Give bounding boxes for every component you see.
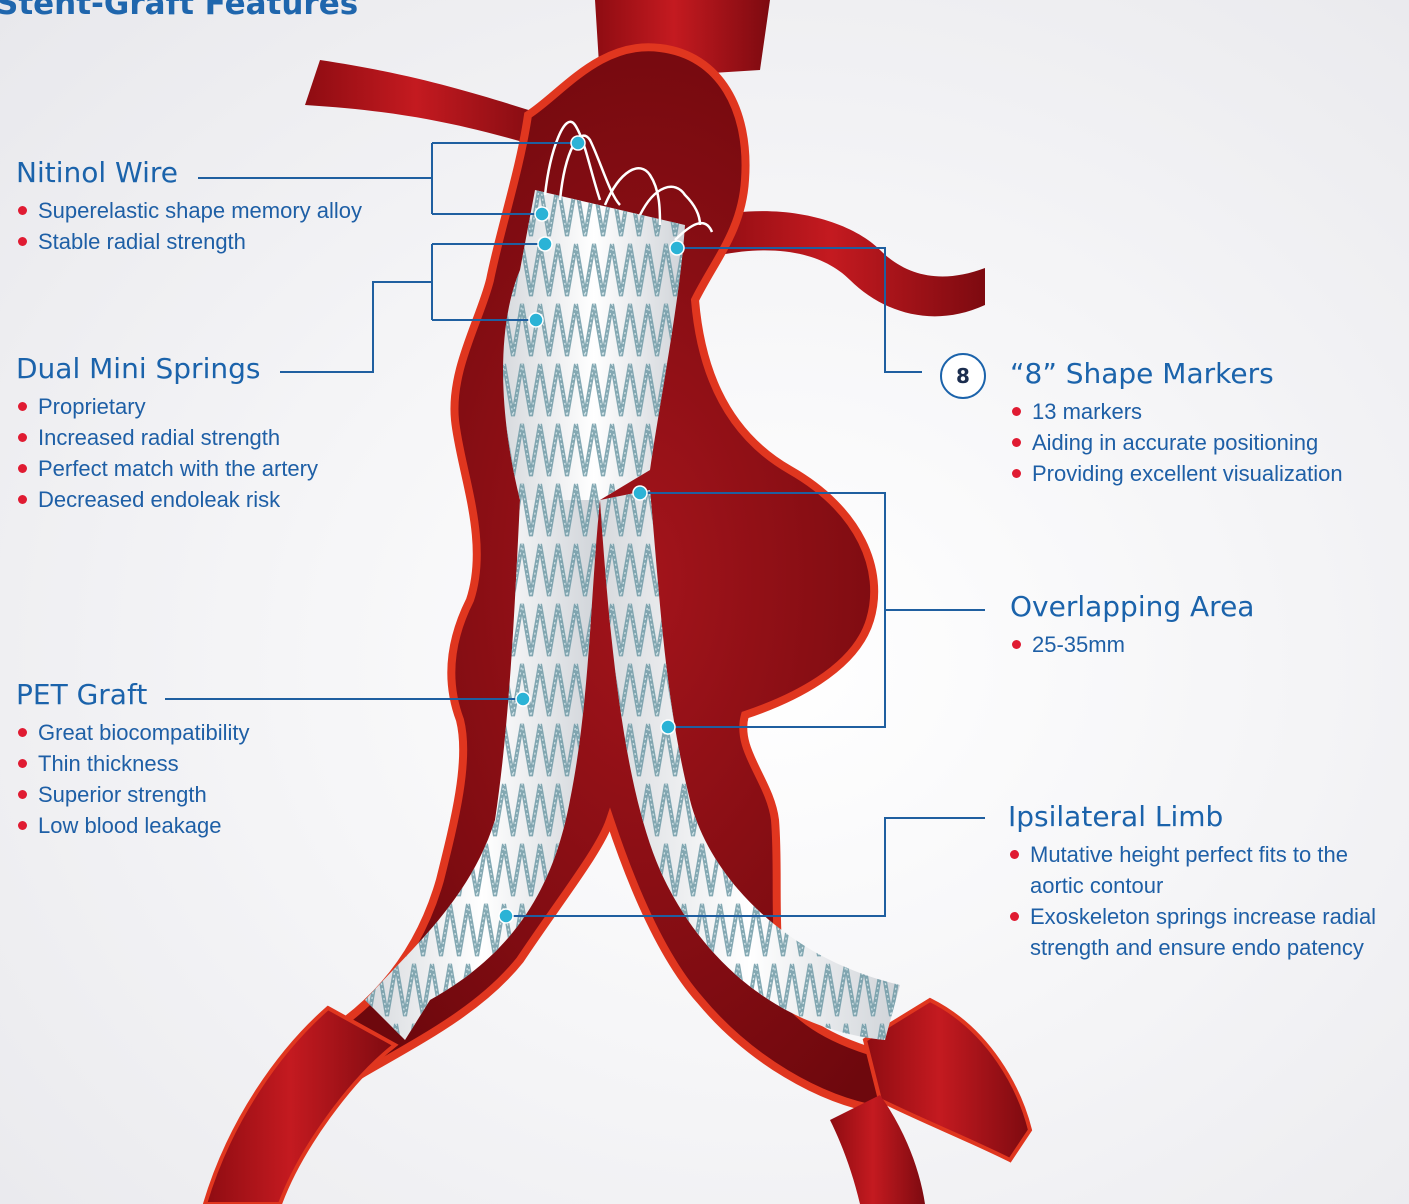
feature-bullets: Proprietary Increased radial strength Pe… bbox=[16, 391, 318, 515]
bullet-item: Exoskeleton springs increase radial stre… bbox=[1008, 901, 1403, 963]
feature-title: Nitinol Wire bbox=[16, 156, 362, 189]
bullet-item: Stable radial strength bbox=[16, 226, 362, 257]
bullet-item: Mutative height perfect fits to the aort… bbox=[1008, 839, 1403, 901]
callout-dot bbox=[571, 136, 585, 150]
callout-dot bbox=[516, 692, 530, 706]
feature-shape-markers: “8” Shape Markers 13 markers Aiding in a… bbox=[1010, 357, 1343, 489]
callout-dot bbox=[535, 207, 549, 221]
feature-bullets: Mutative height perfect fits to the aort… bbox=[1008, 839, 1403, 963]
feature-title: Ipsilateral Limb bbox=[1008, 800, 1403, 833]
feature-dual-mini-springs: Dual Mini Springs Proprietary Increased … bbox=[16, 352, 318, 515]
bullet-item: Proprietary bbox=[16, 391, 318, 422]
feature-bullets: Great biocompatibility Thin thickness Su… bbox=[16, 717, 250, 841]
bullet-item: 25-35mm bbox=[1010, 629, 1254, 660]
feature-title: Overlapping Area bbox=[1010, 590, 1254, 623]
bullet-item: Low blood leakage bbox=[16, 810, 250, 841]
feature-title: Dual Mini Springs bbox=[16, 352, 318, 385]
bullet-item: Decreased endoleak risk bbox=[16, 484, 318, 515]
feature-bullets: 13 markers Aiding in accurate positionin… bbox=[1010, 396, 1343, 489]
feature-title: “8” Shape Markers bbox=[1010, 357, 1343, 390]
bullet-item: Thin thickness bbox=[16, 748, 250, 779]
right-branch-artery bbox=[705, 211, 985, 316]
bullet-item: Great biocompatibility bbox=[16, 717, 250, 748]
bullet-item: Perfect match with the artery bbox=[16, 453, 318, 484]
feature-overlapping-area: Overlapping Area 25-35mm bbox=[1010, 590, 1254, 660]
bullet-item: Aiding in accurate positioning bbox=[1010, 427, 1343, 458]
bullet-item: Increased radial strength bbox=[16, 422, 318, 453]
callout-dot bbox=[499, 909, 513, 923]
callout-dot bbox=[661, 720, 675, 734]
bullet-item: Superelastic shape memory alloy bbox=[16, 195, 362, 226]
feature-nitinol-wire: Nitinol Wire Superelastic shape memory a… bbox=[16, 156, 362, 257]
page-title: Stent-Graft Features bbox=[0, 0, 358, 22]
bullet-item: Providing excellent visualization bbox=[1010, 458, 1343, 489]
callout-dot bbox=[670, 241, 684, 255]
feature-pet-graft: PET Graft Great biocompatibility Thin th… bbox=[16, 678, 250, 841]
bullet-item: 13 markers bbox=[1010, 396, 1343, 427]
left-iliac-artery bbox=[205, 1008, 395, 1204]
callout-dot bbox=[633, 486, 647, 500]
feature-ipsilateral-limb: Ipsilateral Limb Mutative height perfect… bbox=[1008, 800, 1403, 963]
feature-bullets: 25-35mm bbox=[1010, 629, 1254, 660]
feature-bullets: Superelastic shape memory alloy Stable r… bbox=[16, 195, 362, 257]
shape-marker-badge-icon: 8 bbox=[940, 353, 986, 399]
callout-dot bbox=[529, 313, 543, 327]
callout-dot bbox=[538, 237, 552, 251]
feature-title: PET Graft bbox=[16, 678, 250, 711]
left-branch-artery bbox=[305, 60, 552, 150]
bullet-item: Superior strength bbox=[16, 779, 250, 810]
